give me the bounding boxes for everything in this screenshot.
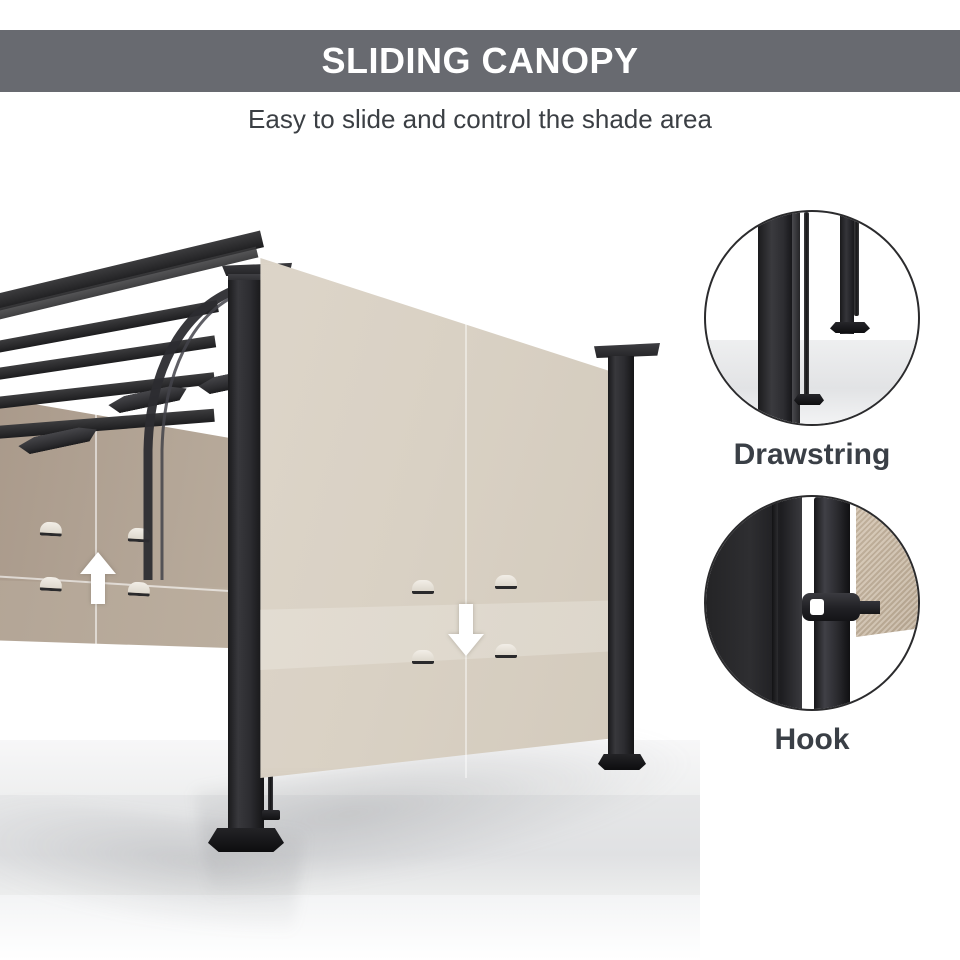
callout-hook-circle	[704, 495, 920, 711]
canopy-shaded-seam	[95, 390, 97, 650]
callout-drawstring-circle	[704, 210, 920, 426]
drawstring-cord-detail	[804, 212, 809, 398]
fabric-tab	[495, 575, 517, 589]
product-scene	[0, 150, 700, 960]
callout-hook-label: Hook	[774, 723, 850, 756]
callout-hook: Hook	[704, 495, 920, 756]
pergola-post-far	[608, 356, 634, 766]
callout-ground	[706, 340, 918, 424]
floor-mid-band	[0, 795, 700, 895]
post-foot	[208, 828, 284, 852]
callout-drawstring: Drawstring	[704, 210, 920, 471]
subtitle-text: Easy to slide and control the shade area	[248, 104, 712, 134]
post-foot-far	[598, 754, 646, 770]
callout-post-groove	[772, 497, 778, 709]
fabric-tab	[412, 580, 434, 594]
slide-up-arrow	[80, 552, 116, 604]
callout-post-panel	[706, 497, 802, 709]
fabric-tab	[495, 644, 517, 658]
fabric-tab	[412, 650, 434, 664]
post-cap-far	[594, 343, 660, 358]
callout-secondary-post	[840, 212, 854, 334]
header-banner: SLIDING CANOPY	[0, 30, 960, 92]
drawstring-stopper	[262, 810, 280, 820]
callout-post-edge	[792, 212, 800, 424]
callout-canopy-fabric	[856, 505, 918, 637]
callout-secondary-foot	[830, 322, 870, 333]
drawstring-stopper-detail	[794, 394, 824, 405]
slide-down-arrow	[448, 604, 484, 656]
floor-front-band	[0, 895, 700, 960]
callout-drawstring-label: Drawstring	[733, 438, 891, 471]
hook-notch	[810, 599, 824, 615]
page-title: SLIDING CANOPY	[321, 40, 639, 81]
pergola-post-front	[228, 280, 264, 840]
drawstring-cord-detail-2	[854, 212, 859, 316]
canopy-seam	[465, 278, 467, 778]
callout-post-main	[758, 212, 792, 424]
